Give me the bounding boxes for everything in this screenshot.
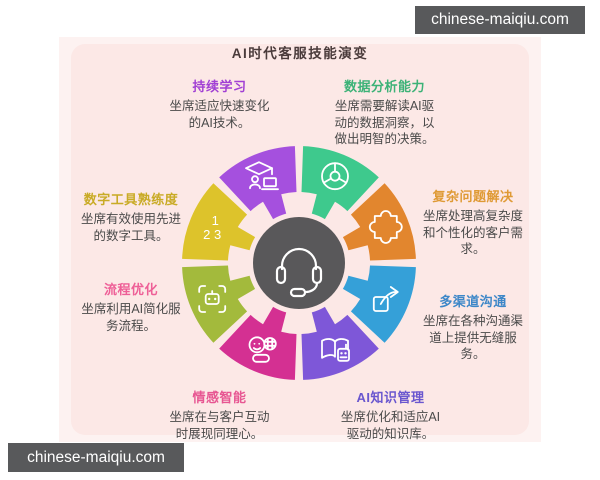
skill-desc-line: 驱动的知识库。: [346, 426, 435, 441]
watermark-bottom: chinese-maiqiu.com: [8, 443, 184, 472]
wheel-segment-learning: [219, 146, 297, 220]
robot-scan-icon: [198, 285, 227, 313]
graduation-cap-icon: [245, 161, 279, 191]
skill-desc-line: 坐席处理高复杂度: [422, 209, 523, 223]
wheel-segment-data-analysis: [301, 146, 379, 220]
skill-desc-line: 坐席在与客户互动: [169, 410, 270, 424]
headset-icon: [275, 247, 323, 298]
skill-desc-line: 坐席适应快速变化: [169, 99, 270, 113]
watermark-top: chinese-maiqiu.com: [415, 6, 585, 34]
pie-chart-icon: [321, 162, 349, 191]
skill-label-data-analysis: 数据分析能力 坐席需要解读AI驱 动的数据洞察，以 做出明智的决策。: [307, 76, 462, 148]
skill-desc-line: 坐席利用AI简化服: [81, 302, 181, 316]
skill-label-problem-solving: 复杂问题解决 坐席处理高复杂度 和个性化的客户需 求。: [406, 186, 540, 258]
smiley-chat-icon: [248, 336, 277, 363]
skill-label-process: 流程优化 坐席利用AI简化服 务流程。: [64, 279, 198, 334]
puzzle-icon: [368, 210, 403, 244]
skill-desc-line: 时展现同理心。: [175, 426, 264, 441]
skill-desc-line: 务流程。: [105, 318, 156, 333]
skill-desc-line: 求。: [460, 242, 486, 256]
skill-desc-line: 和个性化的客户需: [422, 225, 523, 240]
wheel-segment-knowledge: [301, 306, 379, 380]
center-circle: [253, 217, 345, 309]
skill-desc-line: 的AI技术。: [188, 115, 251, 130]
skill-desc-line: 坐席优化和适应AI: [340, 410, 441, 424]
wheel-segment-multichannel: [342, 265, 416, 343]
wheel-segment-problem-solving: [342, 183, 416, 261]
skills-wheel-diagram: 12 3: [182, 146, 416, 380]
share-arrow-icon: [372, 286, 399, 312]
skill-desc-line: 的数字工具。: [93, 228, 169, 243]
skill-desc-line: 坐席有效使用先进: [80, 212, 181, 226]
skill-label-emotion: 情感智能 坐席在与客户互动 时展现同理心。: [142, 387, 297, 442]
skill-title: 复杂问题解决: [432, 189, 514, 204]
skill-title: 持续学习: [192, 79, 247, 94]
skill-desc-line: 动的数据洞察，以: [334, 115, 435, 130]
skill-desc-line: 坐席在各种沟通渠: [422, 314, 523, 328]
skill-label-multichannel: 多渠道沟通 坐席在各种沟通渠 道上提供无缝服 务。: [406, 291, 540, 363]
skill-desc-line: 做出明智的决策。: [334, 132, 435, 146]
svg-text:1: 1: [212, 213, 219, 228]
skill-desc-line: 道上提供无缝服: [429, 330, 517, 345]
skill-title: 多渠道沟通: [439, 294, 507, 309]
book-robot-icon: [321, 338, 350, 362]
wheel-segment-digital-tools: [182, 183, 256, 261]
skill-desc-line: 坐席需要解读AI驱: [334, 99, 435, 113]
skill-label-digital-tools: 数字工具熟练度 坐席有效使用先进 的数字工具。: [64, 189, 198, 244]
skill-title: 数字工具熟练度: [83, 192, 179, 207]
skill-label-knowledge: AI知识管理 坐席优化和适应AI 驱动的知识库。: [313, 387, 468, 442]
skill-title: 数据分析能力: [343, 79, 425, 94]
skill-title: 情感智能: [192, 390, 247, 405]
skill-label-learning: 持续学习 坐席适应快速变化 的AI技术。: [142, 76, 297, 131]
skill-title: AI知识管理: [356, 390, 425, 405]
numbers-123-icon: 12 3: [203, 213, 221, 242]
wheel-segment-emotion: [219, 306, 297, 380]
skill-desc-line: 务。: [460, 347, 486, 361]
page-title: AI时代客服技能演变: [231, 46, 369, 61]
svg-text:2 3: 2 3: [203, 227, 221, 242]
skill-title: 流程优化: [103, 282, 158, 297]
